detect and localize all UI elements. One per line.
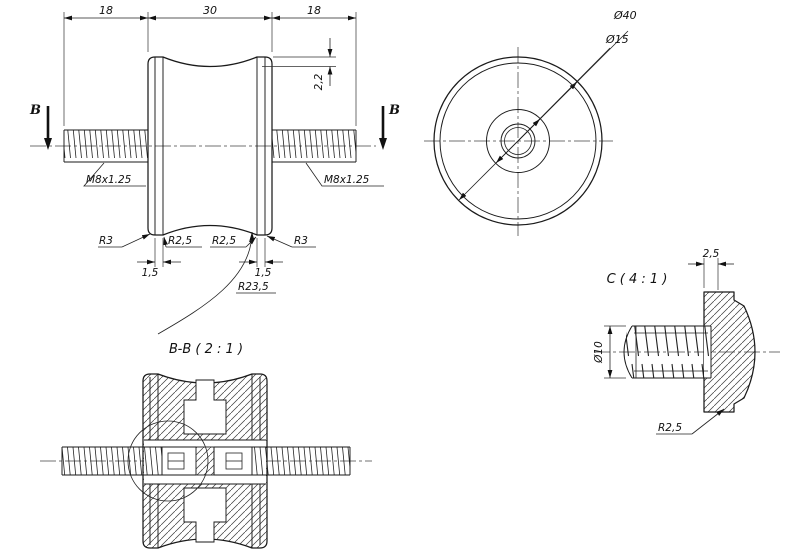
top-slot-outline [183,379,227,435]
bottom-flange-cavity [184,488,226,522]
dia-40-label: Ø40 [613,9,637,22]
top-extension-lines [63,12,357,126]
section-arrow-left-icon [44,138,52,150]
detail-thread-pattern [626,326,711,378]
section-right-thread-pattern [252,447,350,475]
radius-r3-right: R3 [294,235,308,247]
dim-18-left: 18 [99,4,113,17]
dia-15-label: Ø15 [605,33,629,46]
groove-radius-callout: R23,5 [157,231,276,335]
outer-circle [433,56,603,226]
radius-r3-left: R3 [99,235,113,247]
left-stud-threads [63,129,148,163]
thread-leader-right [305,162,384,187]
groove-extension-lines [262,56,336,67]
rim-circle [439,62,597,220]
top-stem-cavity [196,380,214,400]
end-view-crosshair [424,47,613,236]
right-thread-pattern [272,130,356,162]
thread-minor-circle [504,127,532,155]
groove-radius-leader [157,231,255,335]
section-right-stud [213,446,351,476]
detail-c-circle [127,420,209,502]
dia-10-label: Ø10 [593,341,605,364]
right-stud-outline [272,129,357,163]
center-web-hatched [195,446,215,476]
section-letter-b-left: B [29,103,41,118]
dim-2-2: 2,2 [313,73,325,90]
dim-1-5-left: 1,5 [142,267,159,279]
detail-stud [623,325,711,379]
detail-hub-hatched [703,291,756,413]
section-letter-b-right: B [388,103,400,118]
detail-thread-root-lines [634,326,708,378]
radius-callouts: R3 R3 R2,5 R2,5 [98,233,316,248]
bottom-slot-outline [183,487,227,543]
dim-2-5: 2,5 [703,248,720,260]
detail-view-label: C ( 4 : 1 ) [607,272,668,287]
bottom-stem-cavity [196,522,214,542]
section-flange-lines [149,374,261,548]
section-cut-marks: B B [29,103,400,150]
section-arrow-right-icon [379,138,387,150]
detail-stud-tip [623,325,633,379]
left-thread-pattern [64,130,148,162]
thread-major-circle [500,123,536,159]
top-flange-cavity [184,400,226,434]
radius-r2-5-detail: R2,5 [658,422,682,434]
section-left-thread-pattern [62,447,162,475]
diameter-dimensions: Ø40 Ø15 [458,9,637,201]
detail-radius-callout: R2,5 [656,408,725,435]
thread-callouts: M8x1.25 M8x1.25 [83,162,384,187]
dim-18-right: 18 [307,4,321,17]
dim-1-5-right: 1,5 [255,267,272,279]
end-view: Ø40 Ø15 [424,9,637,236]
groove-depth-dimension: 2,2 [262,38,336,90]
roller-flange-lines [154,57,266,235]
r3-right-leader [266,235,293,248]
left-stud-outline [63,129,148,163]
mid-band-lines [144,439,266,485]
thread-leader-left [83,162,146,187]
detail-stud-outline [632,325,711,379]
dia-15-line [495,47,611,164]
dia-15-arrow2 [517,118,541,142]
section-right-stud-outline [213,446,351,476]
detail-diameter-dimension: Ø10 [593,325,626,379]
detail-step-dimension: 2,5 [688,248,734,290]
flange-extension-lines [154,238,266,267]
thread-label-right: M8x1.25 [324,174,370,186]
section-left-stud-outline [61,446,196,476]
r25-left-leader [163,236,168,248]
step-extension-lines [703,258,719,290]
section-view: B-B ( 2 : 1 ) [40,342,372,549]
radius-r2-5-left: R2,5 [168,235,192,247]
detail-radius-leader [691,408,725,435]
section-view-label: B-B ( 2 : 1 ) [169,342,243,357]
section-left-stud [61,446,196,476]
radius-r2-5-right: R2,5 [212,235,236,247]
hub-circle [486,109,550,173]
detail-view: C ( 4 : 1 ) 2,5 Ø10 R2,5 [593,248,780,435]
right-stud-threads [272,129,357,163]
r3-left-leader [121,233,151,248]
flange-dimensions: 1,5 1,5 [137,238,283,279]
top-dimensions: 18 30 18 [63,4,357,126]
front-view: 18 30 18 2,2 B B M8x1.25 M8x1.25 [29,4,400,335]
dim-30: 30 [203,4,217,17]
thread-label-left: M8x1.25 [86,174,132,186]
radius-r23-5: R23,5 [238,281,269,293]
